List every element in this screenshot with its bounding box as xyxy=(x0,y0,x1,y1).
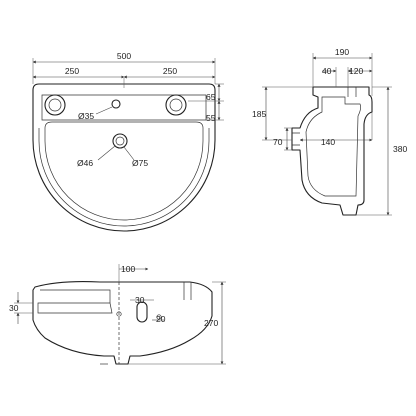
front-left-handle xyxy=(44,94,66,116)
front-waste-outer xyxy=(112,133,128,149)
front-waste-outer-label: Ø75 xyxy=(132,158,148,168)
side-waste-height-label: 185 xyxy=(252,109,266,119)
bottom-height-270-label: 270 xyxy=(204,318,218,328)
side-depth-label: 190 xyxy=(335,47,349,57)
side-overall-height-label: 380 xyxy=(393,144,407,154)
front-offset-55-label: 55 xyxy=(206,113,216,123)
front-width-label: 500 xyxy=(117,51,131,61)
front-waste-hole-label: Ø46 xyxy=(77,158,93,168)
front-bowl-rim xyxy=(44,121,204,221)
front-tap-hole-label: Ø35 xyxy=(78,111,94,121)
side-tap-offset-label: 40 xyxy=(322,66,332,76)
bottom-rim-30-label: 30 xyxy=(9,303,19,313)
bottom-hole-30-label: 30 xyxy=(135,295,145,305)
front-basin-outline xyxy=(32,83,216,232)
bottom-offset-100-label: 100 xyxy=(121,264,135,274)
bottom-depth-20-label: 20 xyxy=(156,314,166,324)
front-half-right-label: 250 xyxy=(163,66,177,76)
front-right-handle xyxy=(165,94,187,116)
front-waste-inner xyxy=(115,136,125,146)
side-waste-offset-label: 70 xyxy=(273,137,283,147)
side-basin-outline xyxy=(291,86,373,216)
side-basin-inner xyxy=(305,96,362,197)
front-view: 500 250 250 Ø35 Ø46 Ø75 65 55 xyxy=(32,51,224,232)
side-waste-depth-label: 140 xyxy=(321,137,335,147)
bottom-hole xyxy=(136,301,148,323)
bottom-rim xyxy=(37,302,113,314)
front-offset-65-label: 65 xyxy=(206,92,216,102)
side-rear-depth-label: 120 xyxy=(349,66,363,76)
front-basin-inner xyxy=(38,128,210,227)
front-tap-hole xyxy=(111,99,121,109)
bottom-basin-outline xyxy=(32,281,213,365)
bottom-view: 100 30 20 270 30 xyxy=(9,264,226,365)
side-view: 190 40 120 380 185 70 140 xyxy=(252,47,407,216)
front-half-left-label: 250 xyxy=(65,66,79,76)
